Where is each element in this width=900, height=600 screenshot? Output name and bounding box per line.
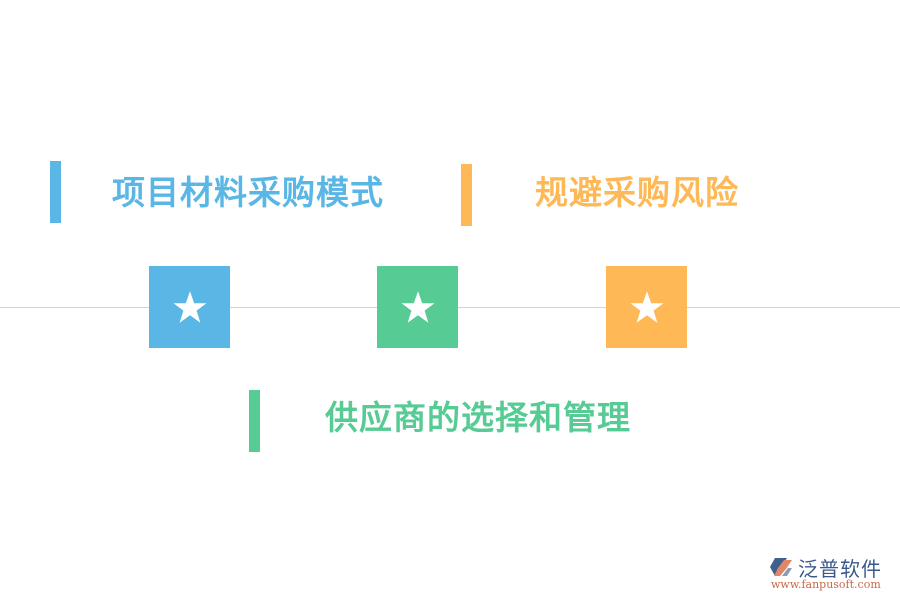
item-2-title: 供应商的选择和管理: [325, 398, 631, 437]
star-icon: [401, 291, 434, 323]
star-icon: [173, 291, 206, 323]
logo-url: www.fanpusoft.com: [771, 578, 881, 591]
logo-name: 泛普软件: [798, 557, 882, 581]
star-icon: [630, 291, 663, 323]
item-1-title: 项目材料采购模式: [112, 173, 384, 212]
item-2-star-box: [377, 266, 458, 348]
logo-mark-icon: [770, 558, 792, 576]
item-1-star-box: [149, 266, 230, 348]
item-2-accent-bar: [249, 390, 260, 452]
item-3-title: 规避采购风险: [535, 173, 739, 212]
item-3-accent-bar: [461, 164, 472, 226]
item-3-star-box: [606, 266, 687, 348]
item-1-accent-bar: [50, 161, 61, 223]
brand-logo: 泛普软件 www.fanpusoft.com: [768, 553, 894, 593]
